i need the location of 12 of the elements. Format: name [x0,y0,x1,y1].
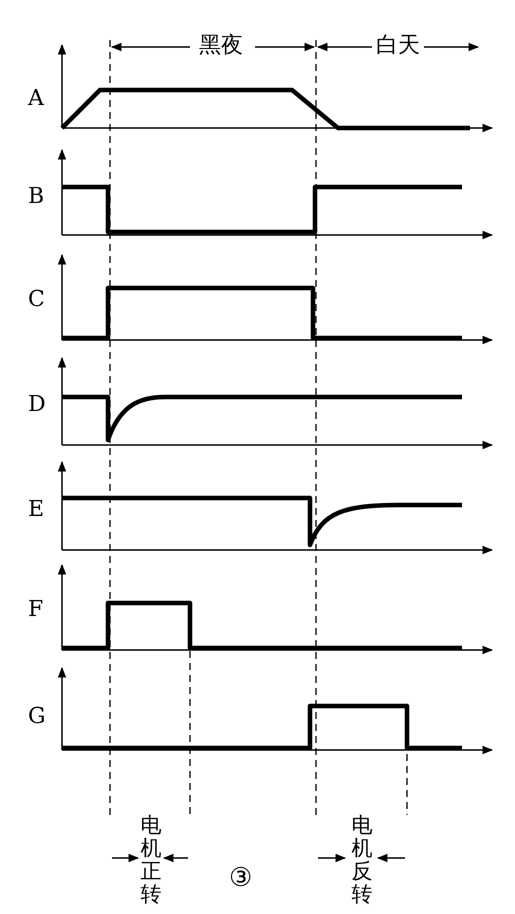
row-label: E [28,498,44,522]
row-label: G [28,705,46,729]
annotation-text: 电机反转 [350,814,374,906]
row-label: C [28,288,45,312]
annotation-text: 白天 [376,34,420,58]
annotation-text: 电机正转 [140,814,162,906]
figure-number: ③ [229,866,252,890]
row-label: D [28,393,46,417]
row-label: F [28,598,44,622]
annotation-text: 黑夜 [199,34,243,58]
row-label: B [28,185,44,209]
row-label: A [28,87,44,111]
